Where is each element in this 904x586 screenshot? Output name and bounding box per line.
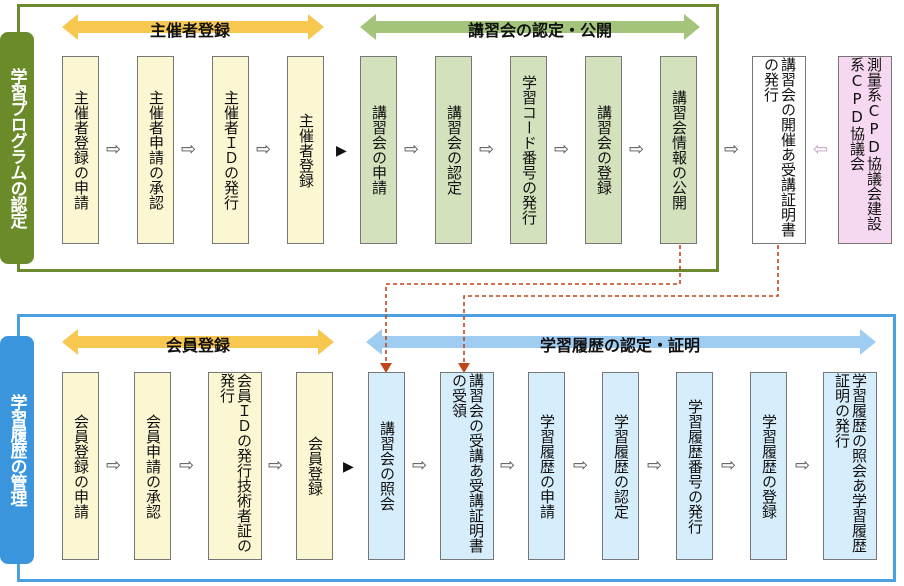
flow-arrow-icon: ⇨ — [573, 455, 589, 476]
step-member-id-issue: 会員ＩＤの発行技術者証の発行 — [208, 372, 262, 560]
cpd-councils: 測量系CPD協議会建設系CPD協議会 — [838, 56, 892, 244]
flow-arrow-icon: ⇨ — [554, 139, 570, 160]
flow-arrow-icon: ⇨ — [500, 455, 516, 476]
step-member-approval: 会員申請の承認 — [134, 372, 171, 560]
organizer-arrow — [62, 14, 324, 40]
step-history-inquiry-certificate: 学習履歴の照会あ学習履歴証明の発行 — [823, 372, 877, 560]
flow-arrow-left-icon: ⇦ — [813, 139, 829, 160]
flow-arrow-icon: ⇨ — [795, 455, 811, 476]
flow-arrow-icon: ⇨ — [479, 139, 495, 160]
history-header: 学習履歴の認定・証明 — [539, 336, 700, 355]
step-organizer-id-issue: 主催者ＩＤの発行 — [212, 56, 249, 244]
course-header: 講習会の認定・公開 — [467, 21, 612, 40]
flow-arrow-icon: ⇨ — [106, 139, 122, 160]
step-course-application: 講習会の申請 — [360, 56, 397, 244]
flow-arrow-icon: ⇨ — [647, 455, 663, 476]
step-organizer-registration: 主催者登録 — [287, 56, 324, 244]
flow-arrow-icon: ⇨ — [724, 139, 740, 160]
step-history-certification: 学習履歴の認定 — [602, 372, 639, 560]
history-side-label: 学習履歴の管理 — [0, 336, 34, 564]
step-course-held-certificate: 講習会の開催あ受講証明書の発行 — [752, 56, 806, 244]
connector-arrowhead-2 — [458, 363, 470, 373]
step-course-info-publish: 講習会情報の公開 — [660, 56, 697, 244]
flow-arrow-icon: ⇨ — [181, 139, 197, 160]
step-history-application: 学習履歴の申請 — [528, 372, 565, 560]
flow-arrow-icon: ⇨ — [256, 139, 272, 160]
step-course-registration: 講習会の登録 — [585, 56, 622, 244]
flow-arrow-icon: ⇨ — [179, 455, 195, 476]
member-header: 会員登録 — [165, 336, 230, 355]
step-learning-code-issue: 学習コード番号の発行 — [510, 56, 547, 244]
step-history-number-issue: 学習履歴番号の発行 — [676, 372, 713, 560]
flow-arrow-icon: ⇨ — [404, 139, 420, 160]
connector-info-to-inquiry — [385, 245, 681, 366]
step-organizer-application: 主催者登録の申請 — [62, 56, 99, 244]
connector-arrowhead-1 — [380, 363, 392, 373]
flow-arrow-icon: ⇨ — [629, 139, 645, 160]
step-course-inquiry: 講習会の照会 — [368, 372, 405, 560]
solid-arrow-icon: ▶ — [343, 459, 354, 475]
history-arrow — [366, 329, 876, 355]
course-arrow — [360, 14, 700, 40]
flow-arrow-icon: ⇨ — [721, 455, 737, 476]
step-course-attendance: 講習会の受講あ受講証明書の受領 — [440, 372, 494, 560]
solid-arrow-icon: ▶ — [336, 143, 347, 159]
step-member-application: 会員登録の申請 — [62, 372, 99, 560]
step-organizer-approval: 主催者申請の承認 — [137, 56, 174, 244]
flow-arrow-icon: ⇨ — [412, 455, 428, 476]
organizer-header: 主催者登録 — [149, 21, 230, 40]
connector-cert-to-attend — [463, 245, 779, 366]
step-course-certification: 講習会の認定 — [435, 56, 472, 244]
program-side-label: 学習プログラムの認定 — [0, 32, 34, 264]
flow-arrow-icon: ⇨ — [106, 455, 122, 476]
step-member-registration: 会員登録 — [296, 372, 333, 560]
member-arrow — [62, 329, 334, 355]
step-history-registration: 学習履歴の登録 — [750, 372, 787, 560]
flow-arrow-icon: ⇨ — [268, 455, 284, 476]
